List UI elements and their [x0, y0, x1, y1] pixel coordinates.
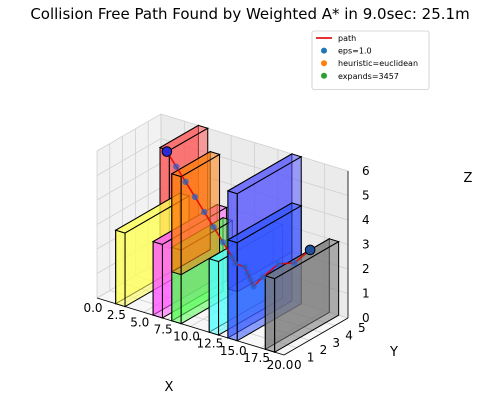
- obstacle-box: [264, 237, 340, 354]
- legend-entry-label: eps=1.0: [338, 47, 372, 56]
- path-node: [291, 259, 298, 267]
- obstacle-face: [274, 240, 340, 354]
- y-axis-label: Y: [389, 345, 398, 360]
- path-node: [259, 273, 267, 281]
- z-tick-label: 3: [362, 238, 370, 252]
- legend-box: [311, 30, 430, 90]
- obstacle-face: [152, 240, 163, 319]
- y-axis-line: [283, 317, 349, 356]
- z-tick-label: 5: [362, 189, 370, 203]
- path-node: [182, 178, 189, 185]
- x-axis-line: [96, 297, 285, 356]
- legend-entry-label: heuristic=euclidean: [338, 59, 418, 68]
- scene: [114, 124, 340, 354]
- y-tick-label: 0: [294, 358, 302, 372]
- obstacle-face: [171, 173, 182, 276]
- x-tick-label: 20.0: [267, 358, 294, 372]
- goal-marker: [304, 244, 316, 256]
- x-tick-label: 10.0: [173, 330, 200, 344]
- z-tick-label: 4: [362, 213, 370, 227]
- path-node: [241, 263, 248, 270]
- path-node: [219, 239, 227, 246]
- path-node: [210, 223, 217, 231]
- path-node: [173, 163, 180, 170]
- start-marker: [161, 146, 173, 157]
- x-tick-label: 7.5: [154, 322, 173, 336]
- z-tick-label: 1: [362, 287, 370, 301]
- chart-title: Collision Free Path Found by Weighted A*…: [30, 5, 469, 23]
- z-tick-label: 0: [362, 311, 370, 325]
- path-node: [275, 260, 282, 268]
- legend-entry-label: expands=3457: [338, 72, 399, 81]
- z-axis-label: Z: [464, 171, 473, 186]
- x-tick-label: 0.0: [83, 301, 102, 315]
- path-node: [247, 276, 254, 283]
- obstacle-face: [264, 275, 276, 353]
- x-tick-label: 15.0: [220, 344, 247, 358]
- z-tick-label: 2: [362, 262, 370, 276]
- grid-line-z: [96, 113, 349, 172]
- legend: path eps=1.0 heuristic=euclidean expands=34…: [311, 30, 430, 90]
- obstacle-box: [170, 150, 221, 276]
- legend-marker-swatch: [321, 60, 327, 67]
- path-node: [229, 254, 236, 261]
- path-node: [201, 208, 208, 216]
- y-tick-label: 2: [320, 343, 328, 357]
- path-node: [191, 193, 199, 201]
- axis-lines: [96, 171, 349, 356]
- legend-entry-label: path: [338, 34, 356, 43]
- x-tick-label: 12.5: [197, 337, 224, 351]
- obstacle-face: [208, 258, 220, 336]
- y-tick-label: 1: [307, 351, 315, 365]
- x-tick-label: 17.5: [243, 351, 270, 365]
- x-tick-label: 2.5: [107, 308, 126, 322]
- obstacle-face: [115, 229, 126, 308]
- y-tick-label: 5: [358, 321, 366, 335]
- y-tick-label: 4: [345, 328, 353, 342]
- legend-marker-swatch: [321, 72, 327, 79]
- y-tick-label: 3: [332, 336, 340, 350]
- obstacle-face: [180, 153, 221, 276]
- path-node: [244, 270, 251, 277]
- legend-marker-swatch: [321, 47, 327, 54]
- z-tick-label: 6: [362, 164, 370, 178]
- path-node: [250, 283, 257, 290]
- x-tick-label: 5.0: [130, 315, 149, 329]
- path-node: [232, 260, 239, 268]
- x-axis-label: X: [165, 380, 174, 395]
